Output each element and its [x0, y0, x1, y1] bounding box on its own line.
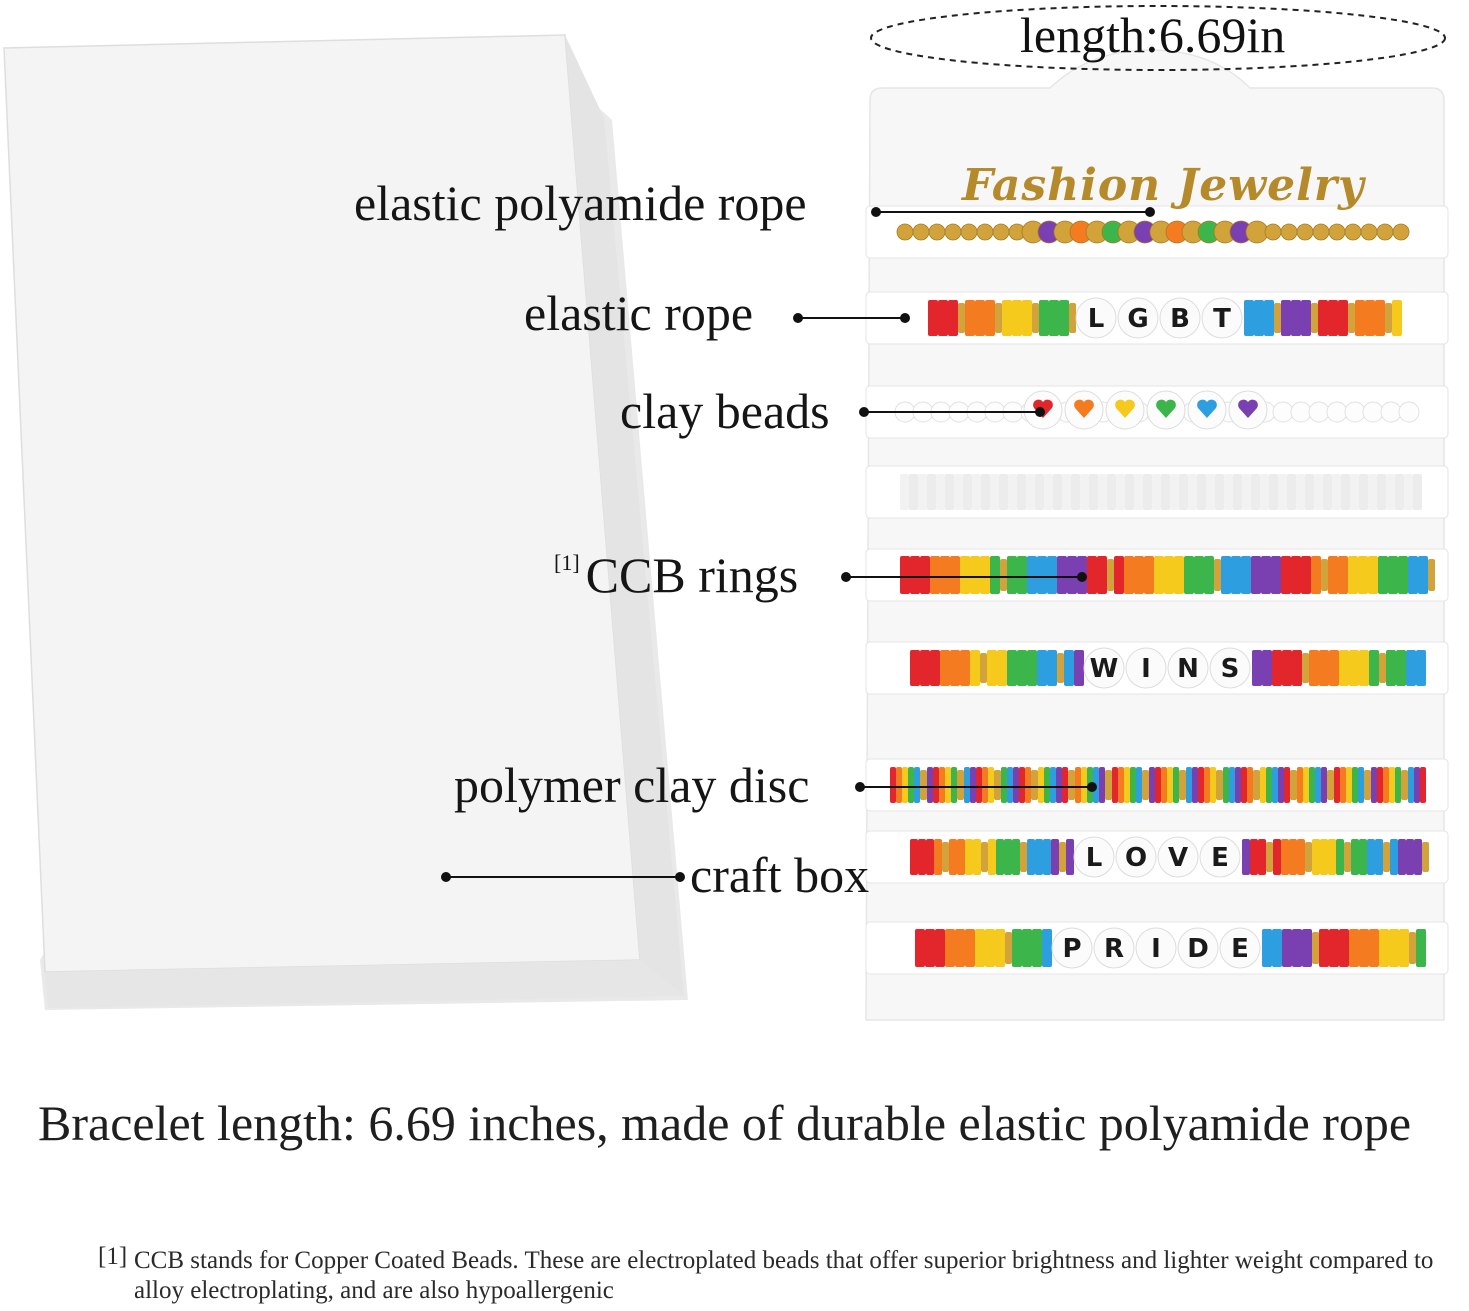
bracelet-pride-1: [900, 474, 1422, 510]
letter-bead: V: [1168, 843, 1188, 873]
letter-bead: R: [1104, 934, 1124, 964]
label-ccb-rings: [1]CCB rings: [554, 550, 798, 600]
label-ccb-rings-text: CCB rings: [585, 547, 799, 603]
brand-logo: Fashion Jewelry: [962, 160, 1365, 211]
bracelet-rainbow: [900, 556, 1435, 594]
caption: Bracelet length: 6.69 inches, made of du…: [38, 1095, 1412, 1151]
letter-bead: G: [1127, 304, 1148, 334]
letter-bead: L: [1088, 304, 1105, 334]
label-clay-beads: clay beads: [620, 383, 830, 439]
letter-bead: D: [1187, 934, 1209, 964]
bracelet-gold-beads: [896, 220, 1410, 244]
letter-bead: I: [1151, 934, 1161, 964]
craft-box: [3, 34, 688, 1010]
letter-bead: N: [1177, 654, 1199, 684]
letter-bead: E: [1211, 843, 1229, 873]
letter-bead: W: [1090, 654, 1119, 684]
label-craft-box: craft box: [690, 847, 870, 903]
letter-bead: B: [1170, 304, 1190, 334]
bracelet-hearts: [894, 390, 1420, 430]
footnote-mark: [1]: [98, 1243, 128, 1270]
letter-bead: O: [1125, 843, 1147, 873]
label-elastic-rope: elastic rope: [524, 285, 754, 341]
letter-bead: L: [1086, 843, 1103, 873]
leader-lines: [441, 207, 1155, 882]
letter-bead: I: [1141, 654, 1151, 684]
footnote: [1] CCB stands for Copper Coated Beads. …: [98, 1243, 1458, 1306]
label-polymer-clay-disc: polymer clay disc: [454, 757, 810, 813]
letter-bead: S: [1221, 654, 1240, 684]
letter-bead: T: [1213, 304, 1231, 334]
letter-bead: P: [1062, 934, 1081, 964]
length-ellipse: [870, 5, 1446, 71]
footnote-marker: [1]: [554, 550, 580, 576]
length-label: length:6.69in: [1020, 7, 1286, 63]
label-polyamide-rope: elastic polyamide rope: [354, 175, 807, 231]
footnote-text: CCB stands for Copper Coated Beads. Thes…: [134, 1247, 1434, 1304]
letter-bead: E: [1231, 934, 1249, 964]
bracelet-polymer: [890, 767, 1426, 803]
